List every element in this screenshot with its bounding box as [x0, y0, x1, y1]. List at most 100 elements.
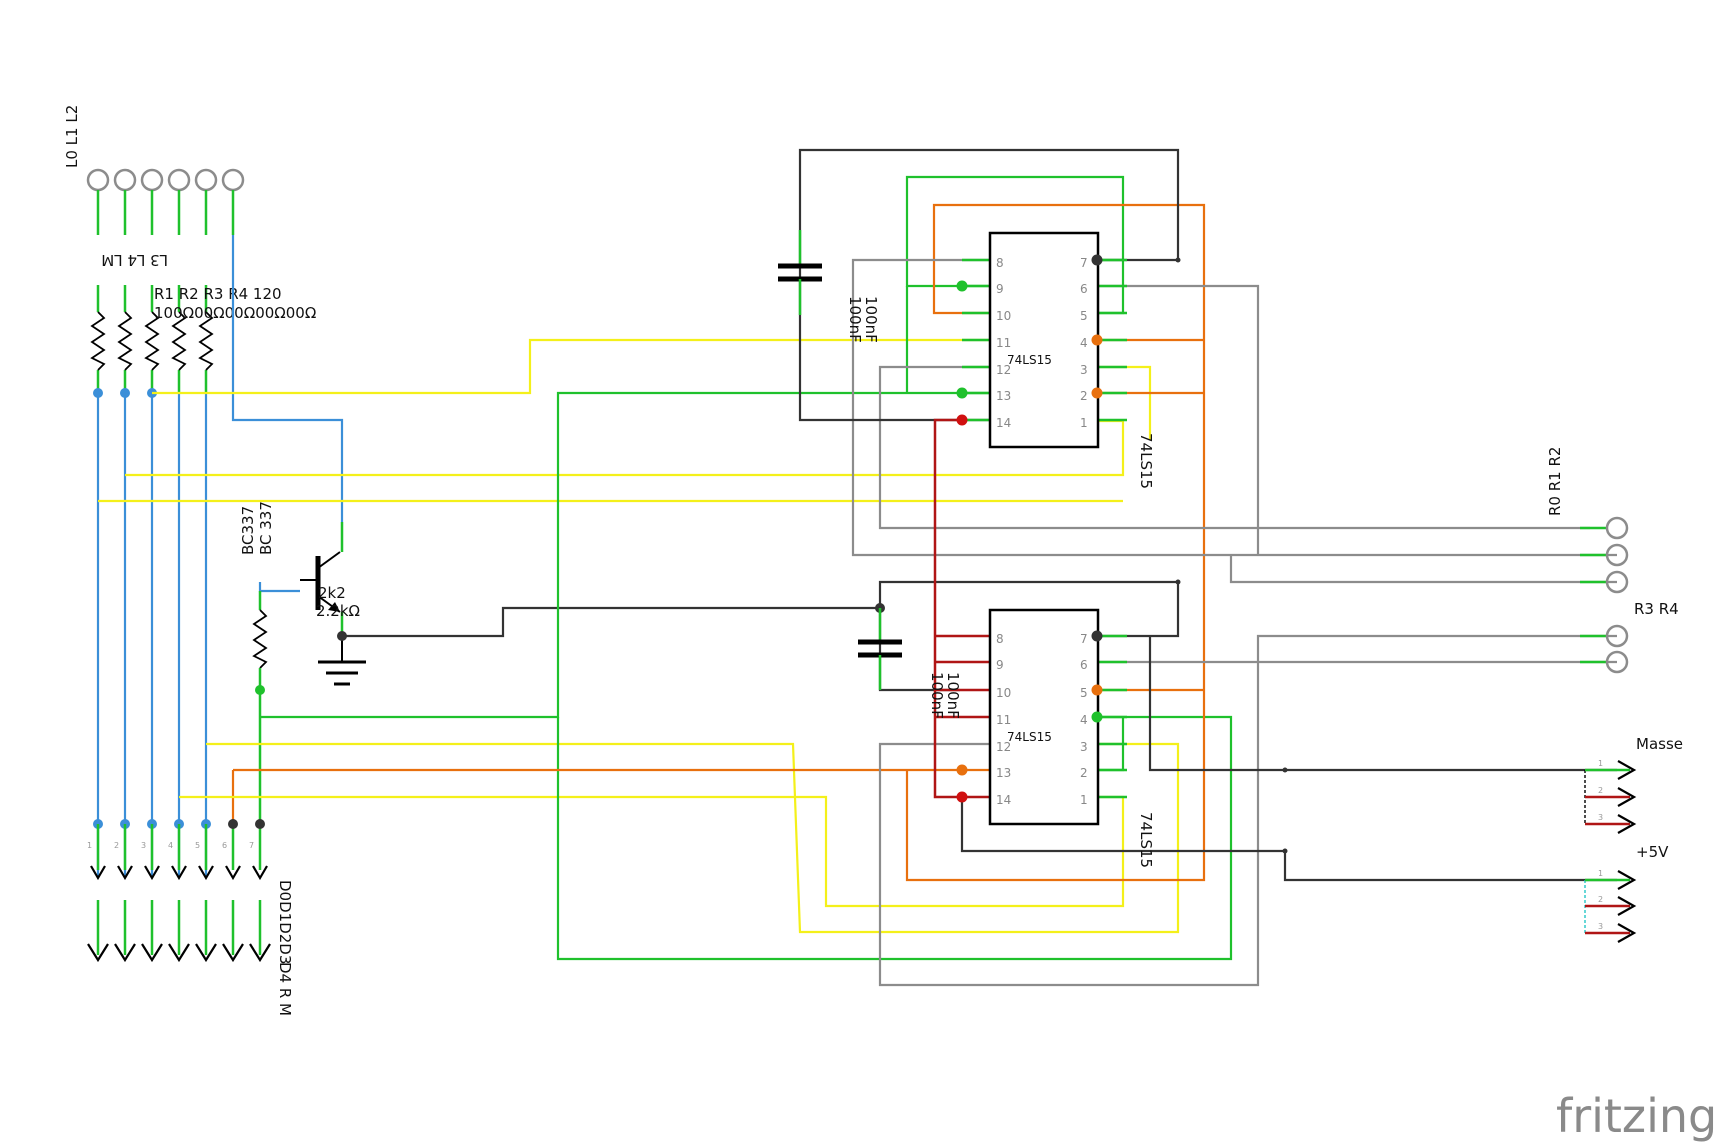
power-connector-gnd: 1 2 3 — [1584, 759, 1637, 834]
out-pin-3: 3 — [141, 841, 146, 850]
arrow-d2-bottom[interactable] — [141, 943, 163, 963]
terminal-r3[interactable] — [1605, 624, 1629, 648]
transistor-bc337[interactable] — [300, 522, 344, 636]
label-2k2: 2k2 — [318, 584, 346, 602]
ic2-pin-1: 1 — [1080, 793, 1088, 807]
ic1-pin-4: 4 — [1080, 336, 1088, 350]
label-ic-bottom-side: 74LS15 — [1137, 812, 1155, 868]
vcc-pin-3: 3 — [1598, 922, 1603, 931]
ic2-pin-4: 4 — [1080, 713, 1088, 727]
terminal-lm[interactable] — [221, 168, 245, 192]
ic1-pin-10: 10 — [996, 309, 1011, 323]
capacitor-top[interactable] — [778, 230, 822, 315]
ground-symbol — [318, 636, 366, 686]
wires-red — [933, 418, 992, 799]
resistor-r4[interactable] — [171, 311, 187, 371]
terminal-l4[interactable] — [194, 168, 218, 192]
label-resistors-top: R1 R2 R3 R4 120 — [154, 285, 282, 303]
terminal-l1[interactable] — [113, 168, 137, 192]
arrow-d0-top[interactable] — [90, 865, 106, 881]
terminal-r1[interactable] — [1605, 543, 1629, 567]
label-2-2kohm: 2.2kΩ — [316, 602, 360, 620]
output-connector-d: 1 2 3 4 5 6 7 — [87, 824, 271, 963]
capacitor-bottom[interactable] — [858, 608, 902, 690]
out-pin-5: 5 — [195, 841, 200, 850]
arrow-vcc-3[interactable] — [1617, 923, 1637, 943]
arrow-d1-bottom[interactable] — [114, 943, 136, 963]
ic-74ls15-top[interactable]: 8 9 10 11 12 13 14 7 6 5 4 3 2 1 74LS15 — [962, 231, 1127, 449]
ic1-name: 74LS15 — [1007, 353, 1052, 367]
resistor-2k2[interactable] — [252, 591, 268, 695]
terminal-r4[interactable] — [1605, 650, 1629, 674]
vcc-pin-2: 2 — [1598, 895, 1603, 904]
arrow-vcc-1[interactable] — [1617, 870, 1637, 890]
terminal-r2[interactable] — [1605, 570, 1629, 594]
gnd-pin-1: 1 — [1598, 759, 1603, 768]
ic-74ls15-bottom[interactable]: 8 9 10 11 12 13 14 7 6 5 4 3 2 1 74LS15 — [988, 608, 1127, 826]
ic2-pin-5: 5 — [1080, 686, 1088, 700]
input-connector-l — [86, 168, 245, 235]
arrow-gnd-3[interactable] — [1617, 814, 1637, 834]
out-pin-2: 2 — [114, 841, 119, 850]
arrow-d4-top[interactable] — [198, 865, 214, 881]
vcc-pin-1: 1 — [1598, 869, 1603, 878]
resistor-r3[interactable] — [144, 311, 160, 371]
arrow-r-bottom[interactable] — [222, 943, 244, 963]
ic1-pin-12: 12 — [996, 363, 1011, 377]
label-plus-5v: +5V — [1636, 843, 1669, 861]
arrow-vcc-2[interactable] — [1617, 896, 1637, 916]
ic2-pin-11: 11 — [996, 713, 1011, 727]
label-resistors-values: 100Ω00Ω00Ω00Ω00Ω — [154, 304, 316, 322]
arrow-d4-bottom[interactable] — [195, 943, 217, 963]
out-pin-7: 7 — [249, 841, 254, 850]
label-cap-bottom-1: 100nF — [944, 672, 962, 719]
resistor-r1[interactable] — [90, 311, 106, 371]
ic2-pin-13: 13 — [996, 766, 1011, 780]
ic2-pin-3: 3 — [1080, 740, 1088, 754]
ic2-pin-7: 7 — [1080, 632, 1088, 646]
arrow-gnd-2[interactable] — [1617, 787, 1637, 807]
arrow-r-top[interactable] — [225, 865, 241, 881]
ic2-pin-2: 2 — [1080, 766, 1088, 780]
resistor-r2[interactable] — [117, 311, 133, 371]
arrow-m-bottom[interactable] — [249, 943, 271, 963]
output-connector-r — [1580, 516, 1629, 674]
arrow-d0-bottom[interactable] — [87, 943, 109, 963]
terminal-r0[interactable] — [1605, 516, 1629, 540]
resistor-120[interactable] — [198, 311, 214, 371]
label-d4-r-m: D4 R M — [276, 962, 294, 1016]
label-masse: Masse — [1636, 735, 1683, 753]
label-l0-l1-l2: L0 L1 L2 — [63, 105, 81, 168]
label-cap-bottom-2: 100nF — [928, 672, 946, 719]
ic1-pin-8: 8 — [996, 256, 1004, 270]
ic1-pin-13: 13 — [996, 389, 1011, 403]
ic1-pin-14: 14 — [996, 416, 1011, 430]
out-pin-1: 1 — [87, 841, 92, 850]
arrow-d2-top[interactable] — [144, 865, 160, 881]
terminal-l0[interactable] — [86, 168, 110, 192]
out-pin-4: 4 — [168, 841, 173, 850]
ic1-pin-9: 9 — [996, 282, 1004, 296]
arrow-m-top[interactable] — [252, 865, 268, 881]
arrow-d3-top[interactable] — [171, 865, 187, 881]
ic1-pin-7: 7 — [1080, 256, 1088, 270]
arrow-d3-bottom[interactable] — [168, 943, 190, 963]
label-cap-top-1: 100nF — [862, 296, 880, 343]
ic2-pin-9: 9 — [996, 658, 1004, 672]
ic1-pin-2: 2 — [1080, 389, 1088, 403]
wires-gray — [851, 258, 1617, 987]
label-r3-r4: R3 R4 — [1634, 600, 1679, 618]
ic1-pin-6: 6 — [1080, 282, 1088, 296]
arrow-d1-top[interactable] — [117, 865, 133, 881]
out-pin-6: 6 — [222, 841, 227, 850]
terminal-l3[interactable] — [167, 168, 191, 192]
ic2-pin-12: 12 — [996, 740, 1011, 754]
label-ic-top-side: 74LS15 — [1137, 433, 1155, 489]
ic2-pin-10: 10 — [996, 686, 1011, 700]
arrow-gnd-1[interactable] — [1617, 760, 1637, 780]
terminal-l2[interactable] — [140, 168, 164, 192]
ic1-pin-1: 1 — [1080, 416, 1088, 430]
label-bc337: BC337 — [239, 506, 257, 555]
ic2-pin-8: 8 — [996, 632, 1004, 646]
